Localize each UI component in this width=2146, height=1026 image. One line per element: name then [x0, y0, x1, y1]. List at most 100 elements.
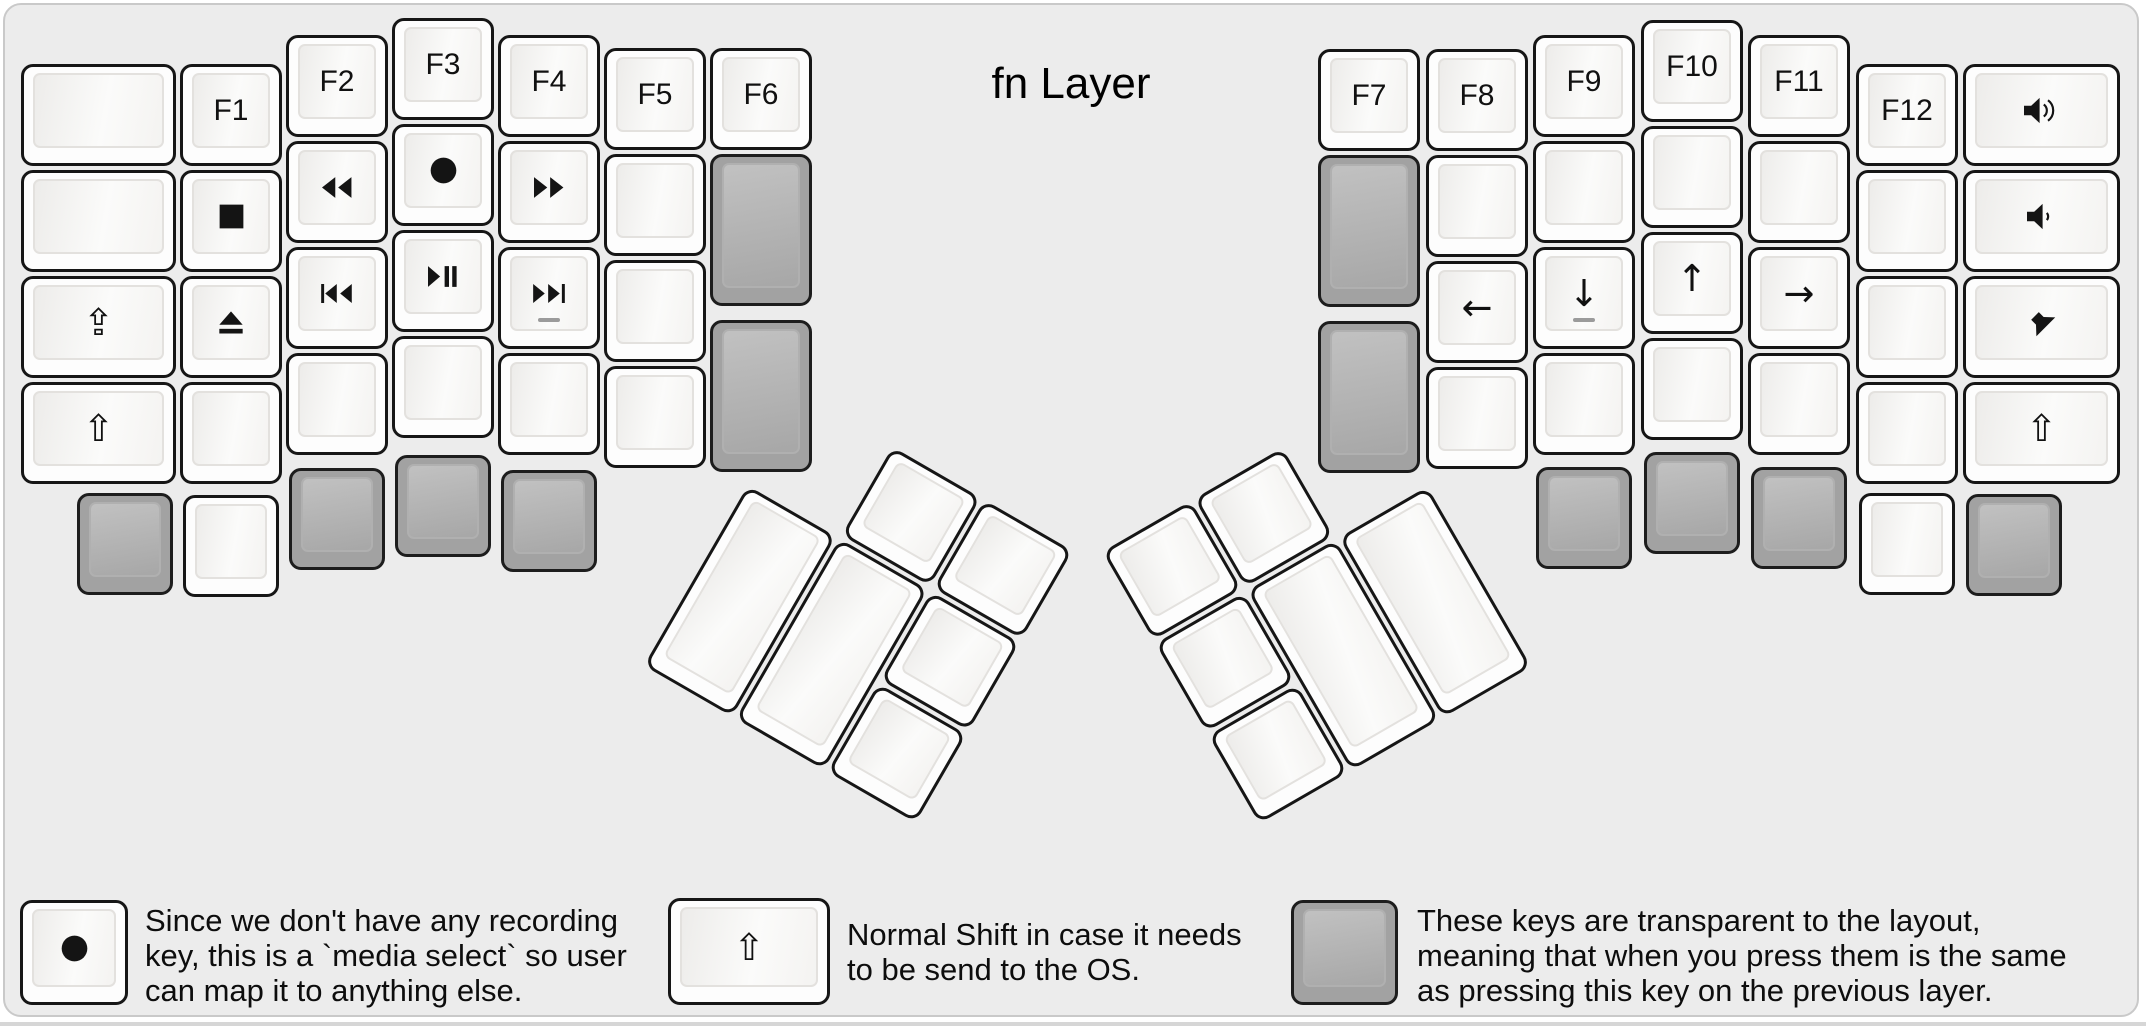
key-surface: ↓	[1545, 256, 1623, 331]
key-blank[interactable]	[604, 260, 706, 362]
key-surface: F7	[1330, 58, 1408, 133]
key-f7[interactable]: F7	[1318, 49, 1420, 151]
key-label: F7	[1351, 78, 1387, 112]
key-blank[interactable]	[498, 353, 600, 455]
key-blank[interactable]	[604, 154, 706, 256]
key-arrow-up[interactable]: ↑	[1641, 232, 1743, 334]
key-surface: ⇪	[33, 285, 164, 360]
key-blank[interactable]	[1533, 353, 1635, 455]
key-stop[interactable]	[180, 170, 282, 272]
key-blank[interactable]	[21, 170, 176, 272]
key-transparent[interactable]	[1751, 467, 1847, 569]
key-label: →	[1783, 272, 1815, 315]
key-blank[interactable]	[183, 495, 279, 597]
key-blank[interactable]	[604, 366, 706, 468]
key-f12[interactable]: F12	[1856, 64, 1958, 166]
key-surface	[510, 256, 588, 331]
key-transparent[interactable]	[1644, 452, 1740, 554]
key-shift-right[interactable]: ⇧	[1963, 382, 2120, 484]
key-blank[interactable]	[1856, 382, 1958, 484]
key-surface	[301, 477, 373, 552]
key-eject[interactable]	[180, 276, 282, 378]
key-blank[interactable]	[286, 353, 388, 455]
key-transparent[interactable]	[1318, 155, 1420, 307]
key-blank[interactable]	[1426, 155, 1528, 257]
key-mute[interactable]	[1963, 276, 2120, 378]
key-f5[interactable]: F5	[604, 48, 706, 150]
key-surface	[1545, 362, 1623, 437]
key-surface	[1653, 135, 1731, 210]
key-surface: F1	[192, 73, 270, 148]
key-blank[interactable]	[1859, 493, 1955, 595]
key-f6[interactable]: F6	[710, 48, 812, 150]
key-f10[interactable]: F10	[1641, 20, 1743, 122]
key-surface	[1760, 362, 1838, 437]
key-f3[interactable]: F3	[392, 18, 494, 120]
legend-text-line: can map it to anything else.	[145, 973, 523, 1008]
key-surface	[1975, 73, 2108, 148]
legend-text-line: meaning that when you press them is the …	[1417, 938, 2067, 973]
next-track-icon	[533, 284, 565, 303]
legend-text-line: to be send to the OS.	[847, 952, 1140, 987]
front-legend-dash	[1573, 318, 1595, 322]
key-transparent[interactable]	[395, 455, 491, 557]
key-blank[interactable]	[1641, 338, 1743, 440]
key-blank[interactable]	[1748, 353, 1850, 455]
key-surface	[1170, 606, 1276, 711]
key-f11[interactable]: F11	[1748, 35, 1850, 137]
key-shift-left[interactable]: ⇧	[21, 382, 176, 484]
key-transparent[interactable]	[1536, 467, 1632, 569]
key-rewind[interactable]	[286, 141, 388, 243]
key-f2[interactable]: F2	[286, 35, 388, 137]
key-surface	[1223, 698, 1329, 803]
key-next-track[interactable]	[498, 247, 600, 349]
key-f4[interactable]: F4	[498, 35, 600, 137]
key-fast-forward[interactable]	[498, 141, 600, 243]
key-blank[interactable]	[392, 336, 494, 438]
key-surface	[298, 256, 376, 331]
legend-text-line: as pressing this key on the previous lay…	[1417, 973, 1993, 1008]
key-transparent[interactable]	[1966, 494, 2062, 596]
key-transparent[interactable]	[501, 470, 597, 572]
key-surface	[616, 269, 694, 344]
key-surface: ↑	[1653, 241, 1731, 316]
key-label: F12	[1881, 93, 1933, 127]
key-f9[interactable]: F9	[1533, 35, 1635, 137]
key-record[interactable]	[392, 124, 494, 226]
key-arrow-right[interactable]: →	[1748, 247, 1850, 349]
key-label: F4	[531, 64, 567, 98]
record-icon	[430, 157, 457, 184]
key-blank[interactable]	[1856, 170, 1958, 272]
key-transparent[interactable]	[710, 154, 812, 306]
key-f1[interactable]: F1	[180, 64, 282, 166]
key-surface: F4	[510, 44, 588, 119]
volume-down-icon	[2026, 202, 2057, 231]
key-surface: F8	[1438, 58, 1516, 133]
key-volume-up[interactable]	[1963, 64, 2120, 166]
key-prev-track[interactable]	[286, 247, 388, 349]
key-surface	[1656, 461, 1728, 536]
key-caps-lock[interactable]: ⇪	[21, 276, 176, 378]
key-blank[interactable]	[1426, 367, 1528, 469]
key-blank[interactable]	[1856, 276, 1958, 378]
bottom-divider	[0, 1022, 2146, 1026]
key-arrow-down[interactable]: ↓	[1533, 247, 1635, 349]
key-transparent[interactable]	[77, 493, 173, 595]
key-transparent[interactable]	[1318, 321, 1420, 473]
key-label: F11	[1774, 64, 1824, 98]
key-blank[interactable]	[21, 64, 176, 166]
key-transparent[interactable]	[710, 320, 812, 472]
key-blank[interactable]	[180, 382, 282, 484]
key-blank[interactable]	[1533, 141, 1635, 243]
key-transparent[interactable]	[289, 468, 385, 570]
key-surface	[404, 345, 482, 420]
key-surface	[1868, 285, 1946, 360]
key-play-pause[interactable]	[392, 230, 494, 332]
key-f8[interactable]: F8	[1426, 49, 1528, 151]
key-arrow-left[interactable]: ←	[1426, 261, 1528, 363]
key-surface	[1330, 330, 1408, 455]
key-volume-down[interactable]	[1963, 170, 2120, 272]
key-blank[interactable]	[1641, 126, 1743, 228]
key-blank[interactable]	[1748, 141, 1850, 243]
